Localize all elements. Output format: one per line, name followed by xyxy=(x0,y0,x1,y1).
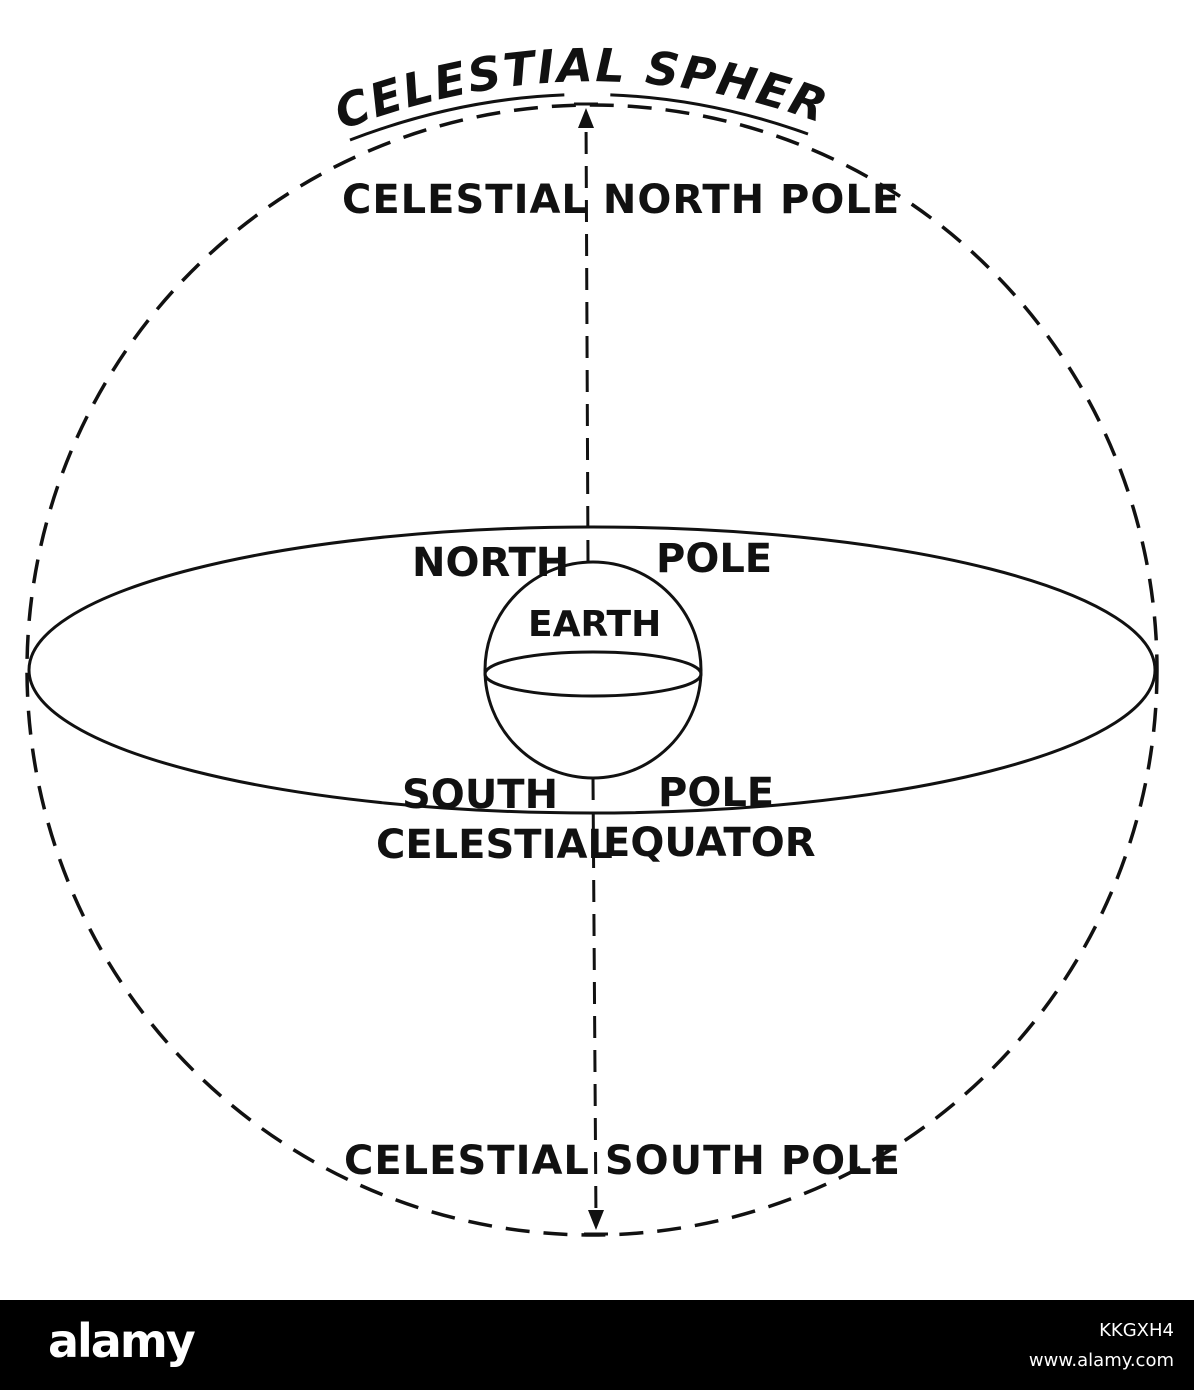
south-label: SOUTH xyxy=(402,772,558,818)
north-pole-label: POLE xyxy=(656,536,772,582)
watermark-footer: alamy KKGXH4 www.alamy.com xyxy=(0,1300,1194,1390)
south-axis-line xyxy=(591,777,598,1223)
south-arrow-icon xyxy=(588,1210,604,1230)
celestial-north-pole-label: CELESTIAL NORTH POLE xyxy=(342,177,900,223)
image-code: KKGXH4 xyxy=(1099,1320,1174,1341)
watermark-url: www.alamy.com xyxy=(1028,1350,1174,1371)
alamy-logo: alamy xyxy=(48,1314,196,1368)
north-arrow-icon xyxy=(578,108,594,128)
title-underline xyxy=(349,93,809,142)
celestial-equator-label-right: EQUATOR xyxy=(603,820,816,866)
celestial-equator-label-left: CELESTIAL xyxy=(376,822,613,868)
earth-circle xyxy=(483,560,703,780)
celestial-south-pole-label: CELESTIAL SOUTH POLE xyxy=(344,1138,901,1184)
north-label: NORTH xyxy=(412,540,569,586)
celestial-sphere-diagram: CELESTIAL SPHERE CELESTIAL NORTH POLE NO… xyxy=(0,0,1159,1237)
earth-equator-ellipse xyxy=(483,650,703,698)
earth-label: EARTH xyxy=(528,604,661,645)
south-pole-label: POLE xyxy=(658,770,774,816)
north-axis-line xyxy=(584,111,590,563)
